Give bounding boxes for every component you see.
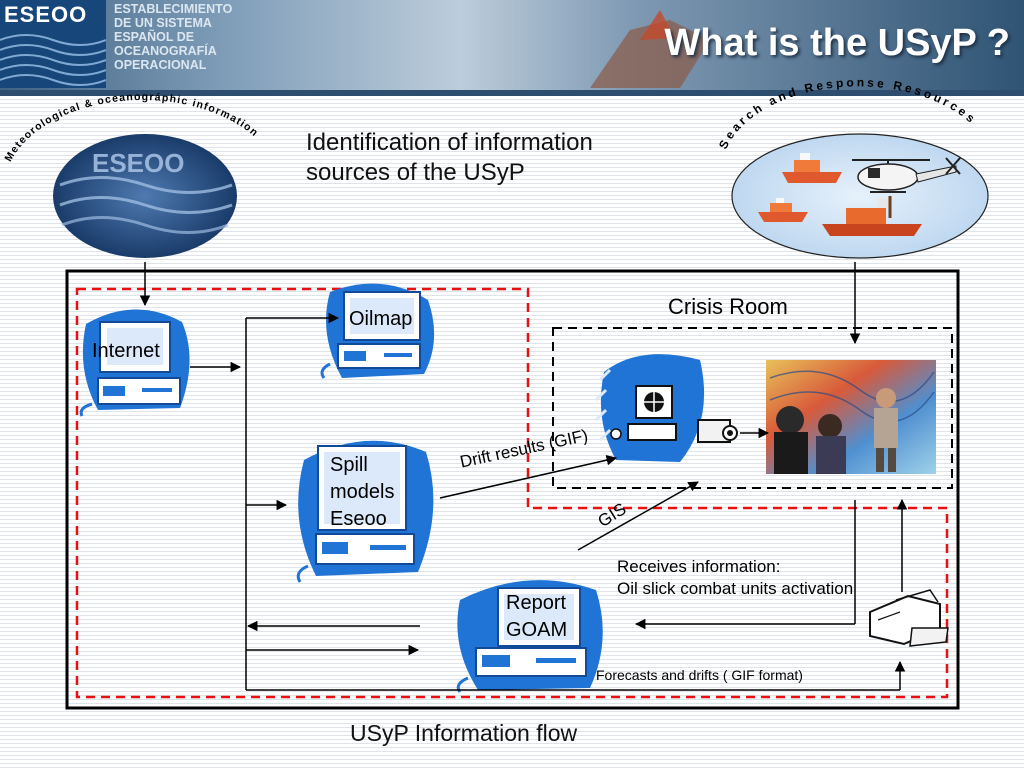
- rescue-boat-icon: [782, 153, 842, 183]
- report-computer-icon: [456, 580, 603, 693]
- spill-models-label: Spill models Eseoo: [330, 452, 394, 533]
- flow-connectors: [139, 262, 908, 691]
- institution-line: ESTABLECIMIENTO: [114, 2, 233, 16]
- eseoo-logo: ESEOO: [0, 0, 106, 88]
- internet-computer-icon: [79, 309, 190, 417]
- logo-word: ESEOO: [4, 2, 88, 27]
- report-label-line: Report: [506, 592, 567, 614]
- spill-label-line: Spill: [330, 454, 368, 476]
- internet-label: Internet: [92, 340, 160, 362]
- sar-ellipse: [731, 133, 989, 259]
- projector-icon: [697, 419, 738, 443]
- oil-recovery-ship-icon: [822, 196, 922, 236]
- helicopter-icon: [852, 157, 961, 193]
- slide-subtitle: Identification of information sources of…: [306, 128, 593, 188]
- spill-label-line: models: [330, 481, 395, 503]
- met-source: ESEOO Meteorological & oceanográphic inf…: [2, 91, 260, 258]
- forecasts-label: Forecasts and drifts ( GIF format): [596, 667, 803, 683]
- subtitle-line: sources of the USyP: [306, 159, 525, 186]
- receives-line: Oil slick combat units activation: [617, 579, 854, 598]
- institution-line: OPERACIONAL: [114, 58, 207, 72]
- header-banner: ESEOO ESTABLECIMIENTO DE UN SISTEMA ESPA…: [0, 0, 1024, 96]
- institution-line: OCEANOGRAFÍA: [114, 44, 217, 58]
- report-label-line: GOAM: [506, 619, 568, 641]
- gis-arrow: [577, 481, 699, 551]
- system-frame: [65, 269, 960, 710]
- sar-resources: Search and Response Resources: [716, 75, 989, 259]
- institution-line: ESPAÑOL DE: [114, 30, 195, 44]
- page-title: What is the USyP ?: [664, 22, 1010, 64]
- crisis-room-photo: [766, 360, 936, 474]
- met-ellipse: [53, 134, 237, 258]
- usyp-region: [75, 287, 949, 699]
- institution-line: DE UN SISTEMA: [114, 16, 212, 30]
- footer-caption: USyP Information flow: [350, 720, 578, 746]
- receives-line: Receives information:: [617, 557, 781, 576]
- drift-results-arrow: [439, 454, 618, 499]
- wave-icon: [0, 34, 106, 86]
- met-logo-text: ESEOO: [92, 148, 184, 178]
- institution-name: ESTABLECIMIENTO DE UN SISTEMA ESPAÑOL DE…: [114, 2, 264, 72]
- header-ship-photo: [590, 10, 710, 88]
- receives-info-label: Receives information: Oil slick combat u…: [617, 556, 853, 600]
- header-divider: [0, 90, 1024, 96]
- crisis-room-label: Crisis Room: [668, 294, 788, 319]
- spill-label-line: Eseoo: [330, 508, 387, 530]
- report-goam-label: Report GOAM: [506, 590, 567, 644]
- oilmap-label: Oilmap: [349, 308, 413, 330]
- gis-workstation-icon: [594, 354, 705, 462]
- patrol-boat-icon: [758, 198, 808, 222]
- crisis-room-boundary: [552, 327, 953, 489]
- oilmap-computer-icon: [320, 283, 435, 379]
- spill-model-computer-icon: [296, 440, 434, 583]
- subtitle-line: Identification of information: [306, 129, 593, 156]
- printer-icon: [869, 589, 949, 647]
